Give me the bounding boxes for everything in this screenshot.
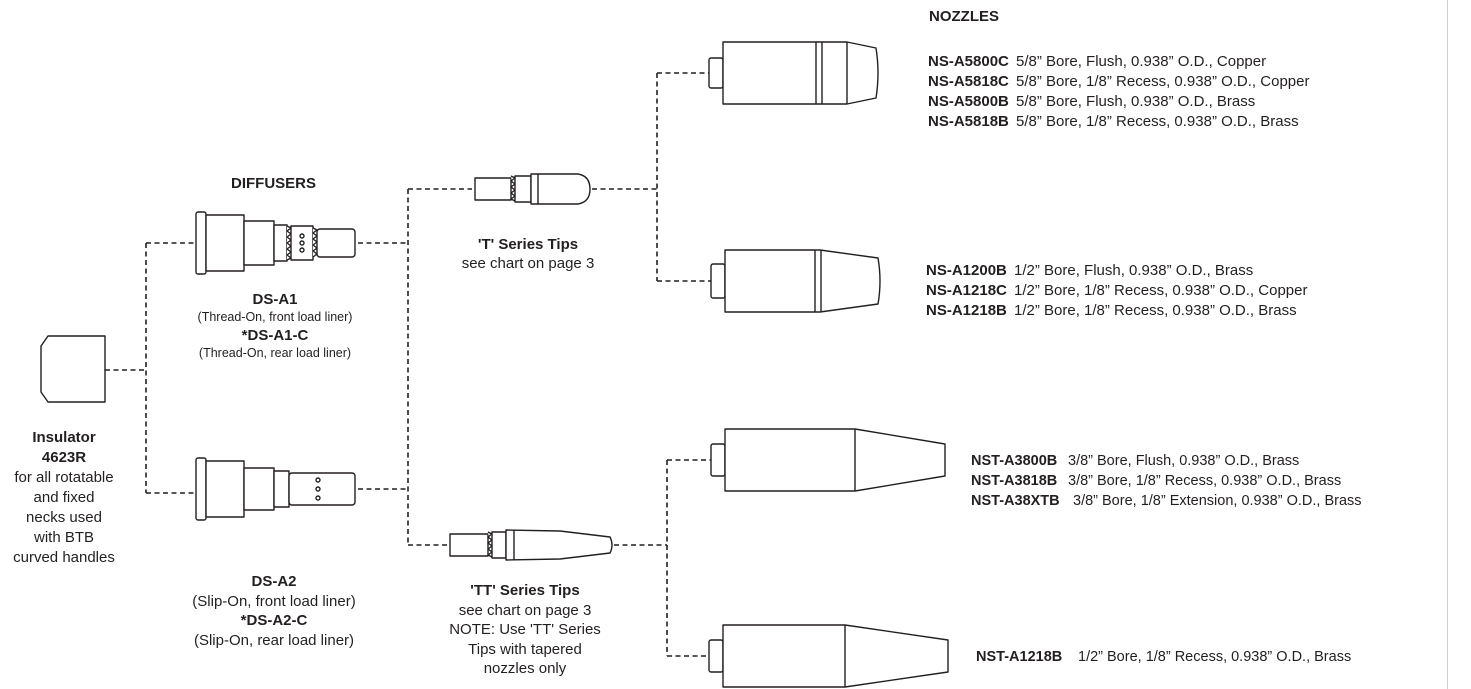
tip-series-note: nozzles only bbox=[483, 660, 567, 677]
nozzle-row: NS-A1218B 1/2” Bore, 1/8” Recess, 0.938” … bbox=[926, 301, 1307, 321]
nozzle-description: 3/8” Bore, 1/8” Recess, 0.938” O.D., Bra… bbox=[1068, 473, 1342, 489]
nozzle-group-1-2-bore: NS-A1200B 1/2” Bore, Flush, 0.938” O.D., … bbox=[926, 261, 1307, 321]
diffuser-ds-a2-icon bbox=[195, 457, 356, 521]
nozzle-part-number: NST-A3800B bbox=[971, 453, 1058, 469]
nozzle-group-5-8-bore: NS-A5800C 5/8” Bore, Flush, 0.938” O.D., … bbox=[928, 52, 1309, 132]
nozzle-description: 3/8” Bore, Flush, 0.938” O.D., Brass bbox=[1068, 453, 1300, 469]
nozzle-row: NS-A5818B 5/8” Bore, 1/8” Recess, 0.938” … bbox=[928, 112, 1309, 132]
nozzle-description: 1/2” Bore, 1/8” Recess, 0.938” O.D., Cop… bbox=[1014, 282, 1308, 299]
nozzle-description: 1/2” Bore, 1/8” Recess, 0.938” O.D., Bra… bbox=[1078, 649, 1352, 665]
nozzle-row: NS-A1200B 1/2” Bore, Flush, 0.938” O.D., … bbox=[926, 261, 1307, 281]
tip-tt-series-label: 'TT' Series Tips see chart on page 3 NOT… bbox=[425, 581, 625, 679]
diffuser-alt-part-number: *DS-A2-C bbox=[240, 612, 308, 629]
insulator-label-block: Insulator 4623R for all rotatable and fi… bbox=[0, 428, 128, 568]
nozzle-description: 5/8” Bore, 1/8” Recess, 0.938” O.D., Cop… bbox=[1016, 73, 1310, 90]
diffuser-ds-a2-label: DS-A2 (Slip-On, front load liner) *DS-A2… bbox=[150, 572, 398, 650]
insulator-part-number: 4623R bbox=[41, 449, 87, 466]
insulator-note-line: necks used bbox=[26, 509, 102, 526]
tip-series-note: see chart on page 3 bbox=[458, 601, 592, 619]
nozzle-description: 1/2” Bore, Flush, 0.938” O.D., Brass bbox=[1014, 262, 1254, 279]
nozzle-part-number: NS-A5818C bbox=[928, 73, 1009, 90]
connector-lines bbox=[105, 72, 711, 657]
nozzle-5-8-bore-icon bbox=[708, 41, 879, 105]
diffuser-part-number: DS-A1 bbox=[252, 291, 298, 308]
nozzle-description: 1/2” Bore, 1/8” Recess, 0.938” O.D., Bra… bbox=[1014, 302, 1297, 319]
tip-series-note: NOTE: Use 'TT' Series bbox=[449, 621, 601, 638]
nozzle-row: NST-A3800B 3/8” Bore, Flush, 0.938” O.D.,… bbox=[971, 451, 1362, 471]
nozzle-row: NS-A1218C 1/2” Bore, 1/8” Recess, 0.938” … bbox=[926, 281, 1307, 301]
nozzle-description: 5/8” Bore, Flush, 0.938” O.D., Brass bbox=[1016, 93, 1256, 110]
insulator-label: Insulator bbox=[32, 429, 96, 446]
diffuser-description: (Thread-On, front load liner) bbox=[197, 310, 353, 324]
nozzle-part-number: NS-A5800C bbox=[928, 53, 1009, 70]
nozzle-row: NS-A5818C 5/8” Bore, 1/8” Recess, 0.938” … bbox=[928, 72, 1309, 92]
nozzle-row: NST-A1218B 1/2” Bore, 1/8” Recess, 0.938”… bbox=[976, 647, 1351, 667]
nozzle-part-number: NS-A1218B bbox=[926, 302, 1007, 319]
diffuser-part-number: DS-A2 bbox=[251, 573, 297, 590]
insulator-note-line: with BTB bbox=[33, 529, 94, 546]
insulator-note-line: curved handles bbox=[13, 549, 115, 566]
tip-series-note: Tips with tapered bbox=[468, 640, 582, 658]
nozzle-row: NS-A5800B 5/8” Bore, Flush, 0.938” O.D., … bbox=[928, 92, 1309, 112]
diffuser-ds-a1-label: DS-A1 (Thread-On, front load liner) *DS-… bbox=[165, 290, 385, 362]
nozzle-part-number: NST-A3818B bbox=[971, 473, 1058, 489]
diffuser-ds-a1-icon bbox=[195, 211, 356, 275]
diffusers-header: DIFFUSERS bbox=[231, 175, 317, 192]
nozzle-description: 5/8” Bore, 1/8” Recess, 0.938” O.D., Bra… bbox=[1016, 113, 1299, 130]
nozzle-part-number: NS-A1218C bbox=[926, 282, 1007, 299]
insulator-icon bbox=[40, 335, 106, 403]
diffuser-alt-description: (Slip-On, rear load liner) bbox=[193, 631, 355, 649]
tip-series-title: 'T' Series Tips bbox=[477, 236, 579, 253]
nozzle-1-2-bore-icon bbox=[710, 249, 881, 313]
nozzle-tapered-3-8-bore-icon bbox=[710, 428, 946, 492]
nozzle-row: NS-A5800C 5/8” Bore, Flush, 0.938” O.D., … bbox=[928, 52, 1309, 72]
tip-series-note: see chart on page 3 bbox=[461, 255, 595, 272]
insulator-note-line: for all rotatable bbox=[14, 469, 114, 486]
nozzle-part-number: NST-A38XTB bbox=[971, 493, 1060, 509]
nozzle-part-number: NS-A5800B bbox=[928, 93, 1009, 110]
page-edge-rule bbox=[1447, 0, 1448, 689]
diffuser-alt-part-number: *DS-A1-C bbox=[241, 327, 309, 344]
tip-series-title: 'TT' Series Tips bbox=[470, 582, 580, 599]
nozzle-row: NST-A3818B 3/8” Bore, 1/8” Recess, 0.938”… bbox=[971, 471, 1362, 491]
diffuser-description: (Slip-On, front load liner) bbox=[192, 592, 356, 610]
diffuser-alt-description: (Thread-On, rear load liner) bbox=[198, 346, 352, 360]
tip-t-series-icon bbox=[474, 173, 591, 205]
nozzle-description: 3/8” Bore, 1/8” Extension, 0.938” O.D., … bbox=[1073, 493, 1362, 509]
nozzle-part-number: NS-A5818B bbox=[928, 113, 1009, 130]
insulator-note-line: and fixed bbox=[33, 489, 95, 506]
tip-t-series-label: 'T' Series Tips see chart on page 3 bbox=[435, 235, 621, 273]
nozzle-row: NST-A38XTB 3/8” Bore, 1/8” Extension, 0.9… bbox=[971, 491, 1362, 511]
nozzle-part-number: NS-A1200B bbox=[926, 262, 1007, 279]
nozzle-part-number: NST-A1218B bbox=[976, 649, 1063, 665]
nozzles-header: NOZZLES bbox=[929, 8, 999, 25]
nozzle-group-tapered-1-2-bore: NST-A1218B 1/2” Bore, 1/8” Recess, 0.938”… bbox=[976, 647, 1351, 667]
nozzle-group-tapered-3-8-bore: NST-A3800B 3/8” Bore, Flush, 0.938” O.D.,… bbox=[971, 451, 1362, 511]
tip-tt-series-icon bbox=[449, 529, 613, 561]
nozzle-description: 5/8” Bore, Flush, 0.938” O.D., Copper bbox=[1016, 53, 1267, 70]
nozzle-tapered-1-2-bore-icon bbox=[708, 624, 949, 688]
